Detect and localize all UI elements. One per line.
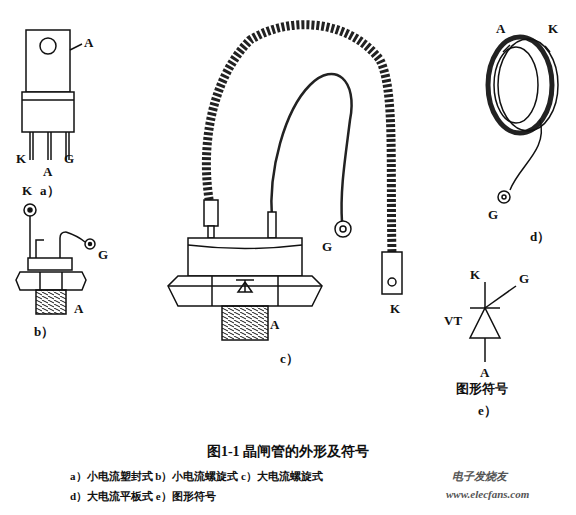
part-label: K [390, 302, 400, 316]
part-label: A [480, 366, 489, 380]
figure-caption: 图1-1 晶闸管的外形及符号 [207, 444, 369, 459]
caption-key: a）小电流塑封式 b）小电流螺旋式 c）大电流螺旋式 [70, 470, 323, 482]
disk-thyristor [488, 37, 558, 203]
part-label: K [548, 22, 558, 36]
part-label: a） [40, 184, 60, 198]
part-label: A [270, 318, 279, 332]
part-label: A [43, 165, 52, 179]
caption-key: d）大电流平板式 e）图形符号 [70, 490, 216, 502]
part-label: G [98, 248, 108, 262]
part-label: A [496, 22, 505, 36]
part-label: b） [34, 325, 54, 339]
part-label: A [84, 36, 93, 50]
part-label: G [64, 152, 74, 166]
part-label: e） [478, 404, 497, 418]
watermark: 电子发烧友 [452, 470, 507, 482]
part-label: G [488, 208, 498, 222]
part-label: K [470, 268, 480, 282]
watermark: www.elecfans.com [446, 488, 529, 500]
part-label: G [519, 272, 529, 286]
part-label: K [16, 152, 26, 166]
part-label: G [322, 240, 332, 254]
large-stud-thyristor [168, 25, 402, 340]
part-label: c） [280, 352, 299, 366]
plastic-package [22, 30, 82, 160]
thyristor-symbol [470, 282, 516, 362]
part-label: VT [444, 314, 462, 328]
part-label: 图形符号 [456, 382, 508, 396]
part-label: d） [530, 230, 550, 244]
small-stud-thyristor [16, 204, 95, 314]
part-label: A [74, 302, 83, 316]
part-label: K [22, 184, 32, 198]
